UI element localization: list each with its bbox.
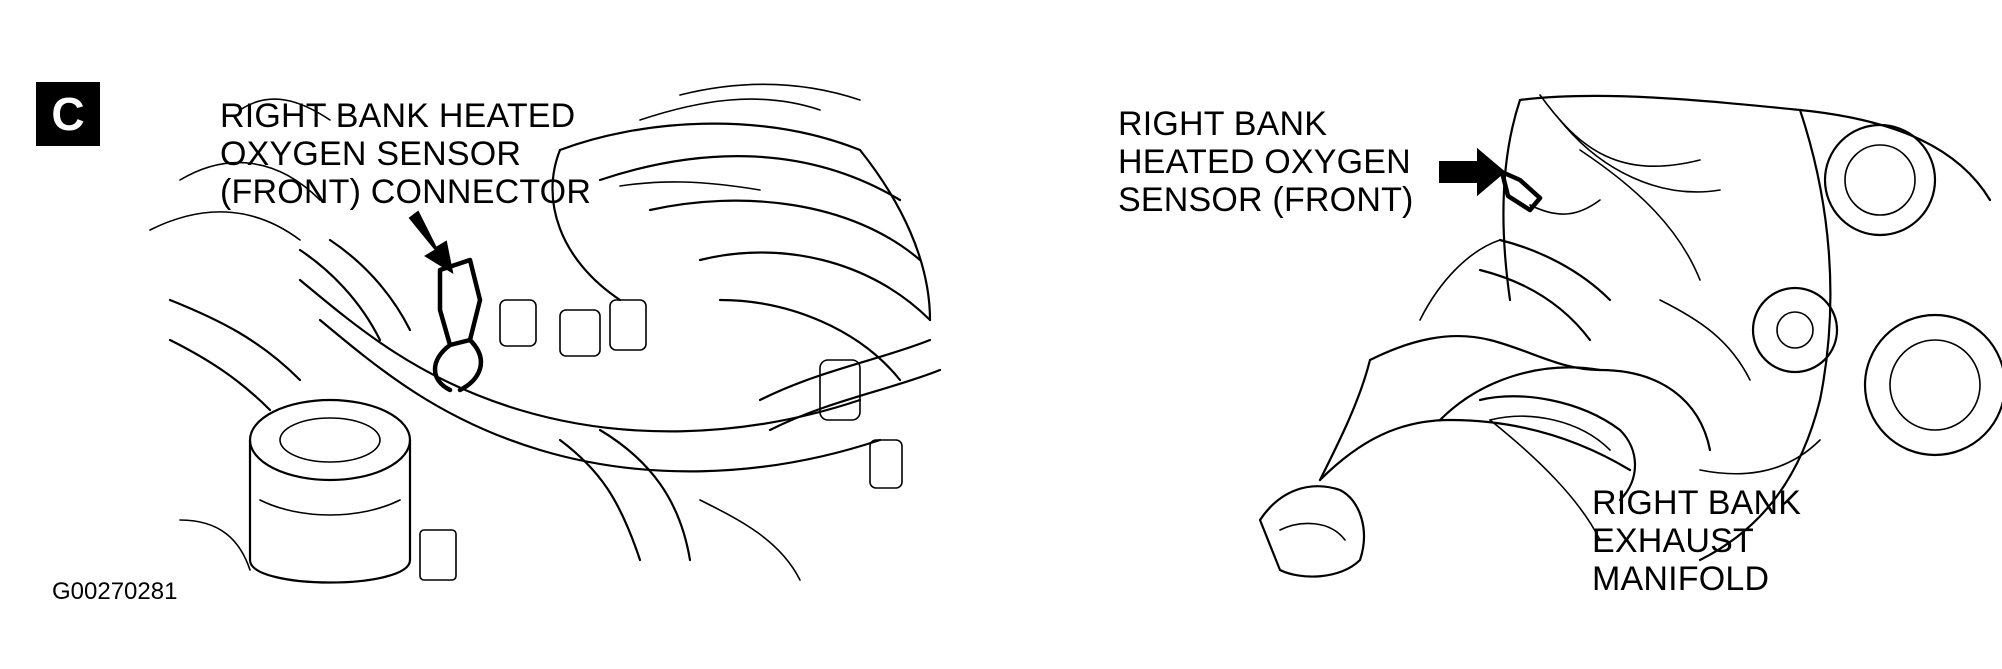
sensor-callout-line: HEATED OXYGEN bbox=[1118, 143, 1411, 181]
connector-callout-line: (FRONT) CONNECTOR bbox=[220, 173, 592, 211]
manifold-callout-line: MANIFOLD bbox=[1592, 560, 1770, 598]
connector-arrow bbox=[408, 210, 454, 275]
figure-id: G00270281 bbox=[52, 578, 178, 605]
sensor-arrow bbox=[1439, 147, 1506, 197]
connector-callout-line: RIGHT BANK HEATED bbox=[220, 97, 576, 135]
manifold-leader bbox=[1489, 419, 1601, 541]
crank-pulley bbox=[1863, 313, 2002, 457]
sensor-callout: RIGHT BANK HEATED OXYGEN SENSOR (FRONT) bbox=[1118, 105, 1414, 219]
manifold-callout-line: EXHAUST bbox=[1592, 522, 1754, 560]
right-engine-view bbox=[1258, 94, 2002, 578]
panel-badge: C bbox=[36, 82, 100, 146]
sensor-callout-line: RIGHT BANK bbox=[1118, 105, 1328, 143]
highlighted-connector bbox=[437, 257, 483, 348]
connector-callout-line: OXYGEN SENSOR bbox=[220, 135, 522, 173]
manifold-callout-line: RIGHT BANK bbox=[1592, 484, 1802, 522]
intake-runner bbox=[558, 122, 862, 152]
left-engine-view bbox=[149, 83, 942, 584]
connector-callout: RIGHT BANK HEATED OXYGEN SENSOR (FRONT) … bbox=[220, 97, 591, 211]
exhaust-manifold bbox=[1368, 334, 1712, 452]
oxygen-sensor bbox=[1499, 169, 1543, 213]
timing-cover bbox=[1823, 123, 1937, 237]
manifold-callout: RIGHT BANK EXHAUST MANIFOLD bbox=[1592, 484, 1801, 598]
sensor-callout-line: SENSOR (FRONT) bbox=[1118, 181, 1414, 219]
